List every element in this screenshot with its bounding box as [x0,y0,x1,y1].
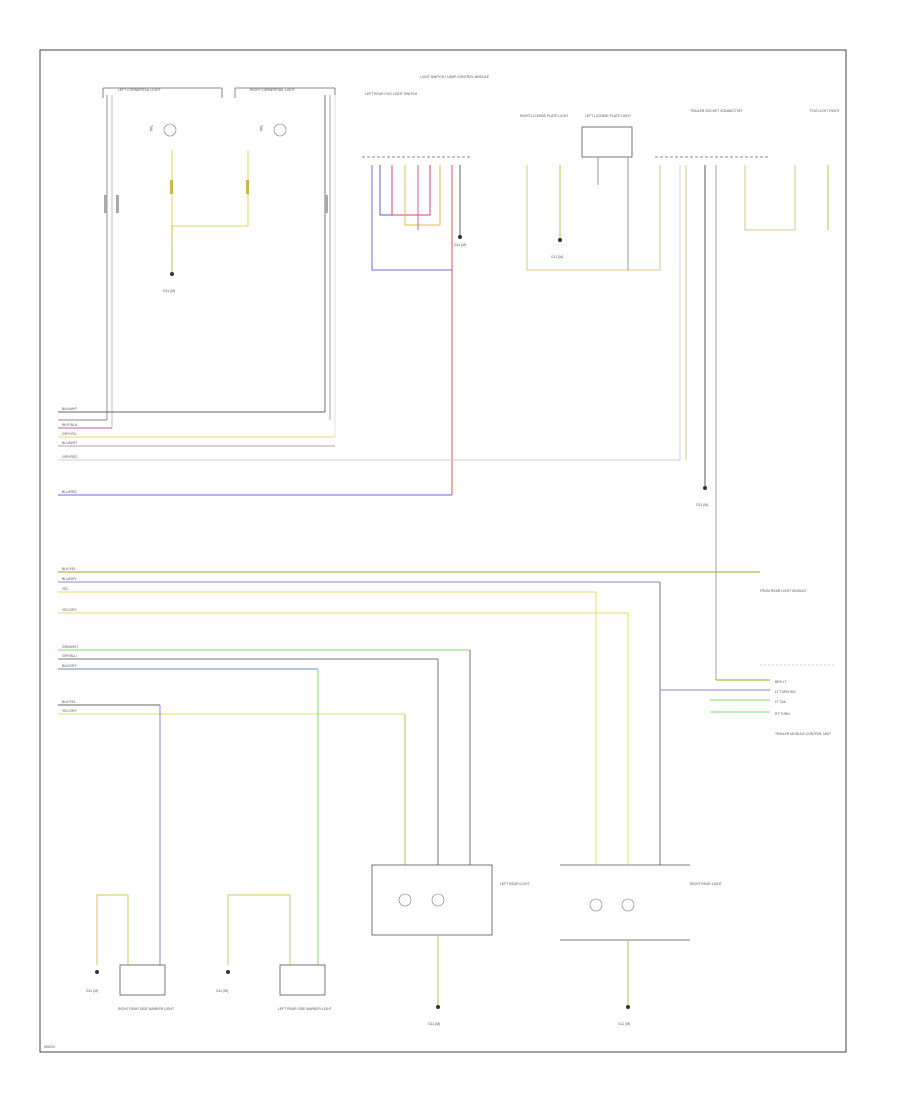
bulb-icon [431,893,445,907]
ground-label: G11 (M) [428,1022,440,1026]
bulb-icon [273,123,287,137]
right-rear-light-box [560,864,690,941]
wire-label: BLK/GRY [62,664,77,668]
wire-label: GRY/BLU [62,654,77,658]
wire-label: GRN/WHT [62,645,78,649]
fog-right-label: FOG LIGHT RIGHT [810,109,840,113]
left-rear-light-label: LEFT REAR LIGHT [500,882,530,886]
trailer-socket-label: TRAILER SOCKET CONNECTOR [690,109,742,113]
side-markers-group: G11 (M) RIGHT REAR SIDE MARKER LIGHT G11… [86,894,332,1011]
ground-label: G11 (M) [454,243,466,247]
right-marker-box [119,964,166,996]
wire-label: GRY/RED [62,455,78,459]
svg-text:RT TURN: RT TURN [775,712,790,716]
lamp-control-label: LIGHT SWITCH / LAMP CONTROL MODULE [420,75,490,79]
ground-symbol [226,970,230,974]
license-light-group: RIGHT LICENSE PLATE LIGHT LEFT LICENSE P… [58,109,840,680]
ground-symbol [626,1005,630,1009]
ground-label: G11 (M) [618,1022,630,1026]
ground-symbol [170,272,174,276]
ground-symbol [436,1005,440,1009]
left-marker-box [279,964,326,996]
wire-label: BLK/WHT [62,407,77,411]
trailer-module-label: TRAILER MODULE CONTROL UNIT [775,732,831,736]
ground-symbol [95,970,99,974]
right-marker-label: RIGHT REAR SIDE MARKER LIGHT [118,1007,174,1011]
right-corner-light-label: RIGHT CORNER/TAIL LIGHT [250,88,295,92]
svg-text:LT TAIL: LT TAIL [775,700,787,704]
left-marker-label: LEFT REAR SIDE MARKER LIGHT [278,1007,332,1011]
trailer-module-group: FROM REAR LIGHT MODULE BRK LT LT TURN SI… [660,589,835,736]
switch-connector-group: LEFT REAR FOG LIGHT SWITCH LIGHT SWITCH … [362,75,490,495]
bulb-icon [589,898,603,912]
ground-label: G11 (M) [551,255,563,259]
rear-lights-group: LEFT REAR LIGHT G11 (M) RIGHT REAR LIGHT… [371,864,722,1026]
wire-label: BLK/YEL [62,567,76,571]
ground-label: G11 (M) [163,289,175,293]
wire-label: YEL [62,587,69,591]
ground-label: G11 (M) [216,989,228,993]
bulb-icon [621,898,635,912]
svg-text:TAIL: TAIL [259,125,263,132]
wire-label: YEL/GRY [62,608,77,612]
diagram-frame [39,49,847,1053]
wire-label: BLU/WHT [62,441,77,445]
ground-symbol [558,238,562,242]
right-rear-light-label: RIGHT REAR LIGHT [690,882,722,886]
ground-symbol [458,235,462,239]
wire-label: GRY/YEL [62,432,77,436]
wire-label: WHT/BLU [62,423,78,427]
ground-label: G11 (M) [86,989,98,993]
ground-label: G11 (M) [696,503,708,507]
license-light-box [581,126,633,158]
from-module-label: FROM REAR LIGHT MODULE [760,589,807,593]
lower-bus-wires: BLK/YEL BLU/GRY YEL YEL/GRY GRN/WHT GRY/… [58,567,760,965]
wire-label: BLU/GRY [62,577,78,581]
wire-label: BLK/YEL [62,700,76,704]
svg-text:BRK LT: BRK LT [775,680,787,684]
upper-bus-wires: BLK/WHT WHT/BLU GRY/YEL BLU/WHT GRY/RED … [58,407,452,496]
wire-label: BLU/RED [62,490,77,494]
svg-text:TAIL: TAIL [149,125,153,132]
wire-label: YEL/GRY [62,709,77,713]
svg-text:LT TURN SIG: LT TURN SIG [775,690,796,694]
ground-symbol [703,486,707,490]
footer-code: W5024 [44,1045,55,1049]
bulb-icon [163,123,177,137]
left-license-label: LEFT LICENSE PLATE LIGHT [585,114,631,118]
left-rear-light-box [371,864,493,936]
bulb-icon [398,893,412,907]
corner-tail-light-group: LEFT CORNER/TAIL LIGHT RIGHT CORNER/TAIL… [102,87,336,437]
fog-switch-label: LEFT REAR FOG LIGHT SWITCH [365,92,418,96]
left-corner-light-label: LEFT CORNER/TAIL LIGHT [118,88,161,92]
right-license-label: RIGHT LICENSE PLATE LIGHT [520,114,568,118]
